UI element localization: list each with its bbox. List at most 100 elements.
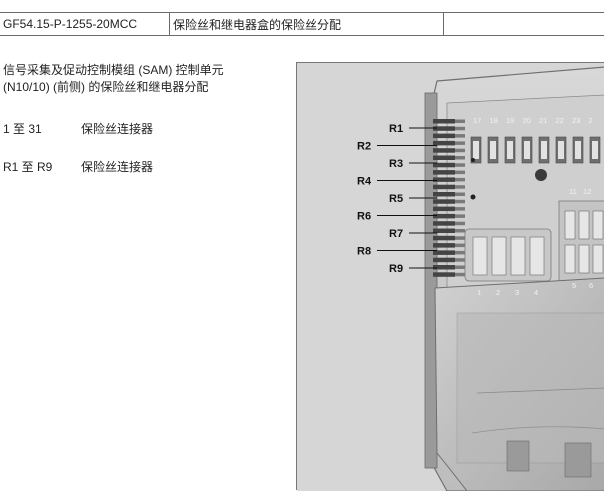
legend-item-fuses: 1 至 31 保险丝连接器 [3, 120, 153, 137]
connector-pin [433, 221, 455, 226]
connector-pin-end [455, 236, 465, 240]
callout-r8: R8 [357, 246, 437, 258]
connector-pin [433, 206, 455, 212]
connector-pin-end [455, 207, 465, 211]
callout-label: R8 [357, 246, 371, 258]
fuse-slot-insert [490, 141, 496, 159]
fuse-number: 6 [589, 281, 593, 290]
connector-pin [433, 192, 455, 197]
connector-pin [433, 257, 455, 263]
callout-label: R5 [389, 193, 403, 205]
connector-pin [433, 140, 455, 146]
connector-pin-end [455, 265, 465, 269]
cover-ridge [471, 426, 604, 434]
connector-pin-end [455, 199, 465, 204]
connector-pin [433, 162, 455, 168]
mid-fuse-block [564, 210, 604, 274]
fuse-slot [592, 244, 604, 274]
connector-pin-end [455, 119, 465, 123]
marker-dot [470, 194, 476, 200]
connector-pin [433, 213, 455, 219]
fuse-slot [564, 244, 576, 274]
connector-pin-end [455, 258, 465, 262]
fuse-slot [578, 244, 590, 274]
callout-r9: R9 [389, 263, 437, 275]
component-description: 信号采集及促动控制模组 (SAM) 控制单元 (N10/10) (前侧) 的保险… [3, 62, 283, 96]
fuse-number: 4 [534, 288, 538, 297]
connector-pin [433, 133, 455, 139]
fuse-slot [510, 236, 526, 276]
connector-pin-end [455, 134, 465, 138]
header-empty-cell [444, 13, 604, 35]
connector-pin-end [455, 221, 465, 226]
fuse-number: 19 [506, 116, 514, 125]
connector-pin [433, 184, 455, 190]
fuse-slot [472, 236, 488, 276]
fuse-number: 21 [539, 116, 547, 125]
fuse-slot [592, 210, 604, 240]
connector-pin [433, 126, 455, 131]
fuse-number: 18 [490, 116, 498, 125]
connector-pin-end [455, 141, 465, 145]
description-line-2: (N10/10) (前侧) 的保险丝和继电器分配 [3, 80, 209, 94]
connector-pin-end [455, 243, 465, 248]
fuse-slot-insert [524, 141, 530, 159]
callout-r4: R4 [357, 176, 437, 188]
cover-ridge [476, 387, 604, 394]
description-line-1: 信号采集及促动控制模组 (SAM) 控制单元 [3, 63, 224, 77]
callout-r7: R7 [389, 228, 437, 240]
fuse-slot-insert [558, 141, 564, 159]
fuse-number: 23 [572, 116, 580, 125]
document-title: 保险丝和继电器盒的保险丝分配 [170, 13, 444, 35]
connector-pin [433, 250, 455, 255]
connector-pin-end [455, 272, 465, 277]
callout-label: R2 [357, 141, 371, 153]
fuse-number: 3 [515, 288, 519, 297]
mounting-hole [535, 169, 547, 181]
fuse-number: 2 [589, 116, 593, 125]
callout-label: R3 [389, 158, 403, 170]
connector-pin [433, 265, 455, 270]
connector-pin [433, 177, 455, 182]
connector-pin [433, 235, 455, 241]
callout-label: R4 [357, 176, 372, 188]
connector-pin [433, 155, 455, 160]
fuse-slot [491, 236, 507, 276]
fuse-slot [578, 210, 590, 240]
fuse-slot-insert [473, 141, 479, 159]
callout-r1: R1 [389, 123, 437, 135]
connector-pin-end [455, 156, 465, 160]
connector-pin-end [455, 126, 465, 131]
marker-dot [471, 158, 475, 162]
fuse-number: 5 [572, 281, 576, 290]
mounting-foot [506, 440, 530, 472]
fuse-number: 2 [496, 288, 500, 297]
callout-label: R6 [357, 211, 371, 223]
connector-pin-end [455, 148, 465, 153]
connector-pin-end [455, 163, 465, 167]
connector-pin-end [455, 214, 465, 218]
top-fuse-row [470, 136, 601, 164]
fuse-slot [564, 210, 576, 240]
legend-code: R1 至 R9 [3, 160, 53, 174]
connector-pin-end [455, 192, 465, 196]
connector-pin-end [455, 185, 465, 189]
connector-pin-end [455, 177, 465, 182]
connector-pin [433, 119, 455, 124]
fuse-slot [529, 236, 545, 276]
legend-text: 保险丝连接器 [81, 122, 154, 136]
fuse-slot-insert [592, 141, 598, 159]
cover-panel [456, 312, 604, 464]
callout-label: R9 [389, 263, 403, 275]
connector-pin [433, 199, 455, 204]
fuse-number: 20 [523, 116, 531, 125]
fuse-number: 17 [473, 116, 481, 125]
callout-r3: R3 [389, 158, 437, 170]
callout-label: R1 [389, 123, 403, 135]
connector-pin [433, 228, 455, 233]
connector-pin [433, 243, 455, 248]
fuse-number: 12 [583, 187, 591, 196]
